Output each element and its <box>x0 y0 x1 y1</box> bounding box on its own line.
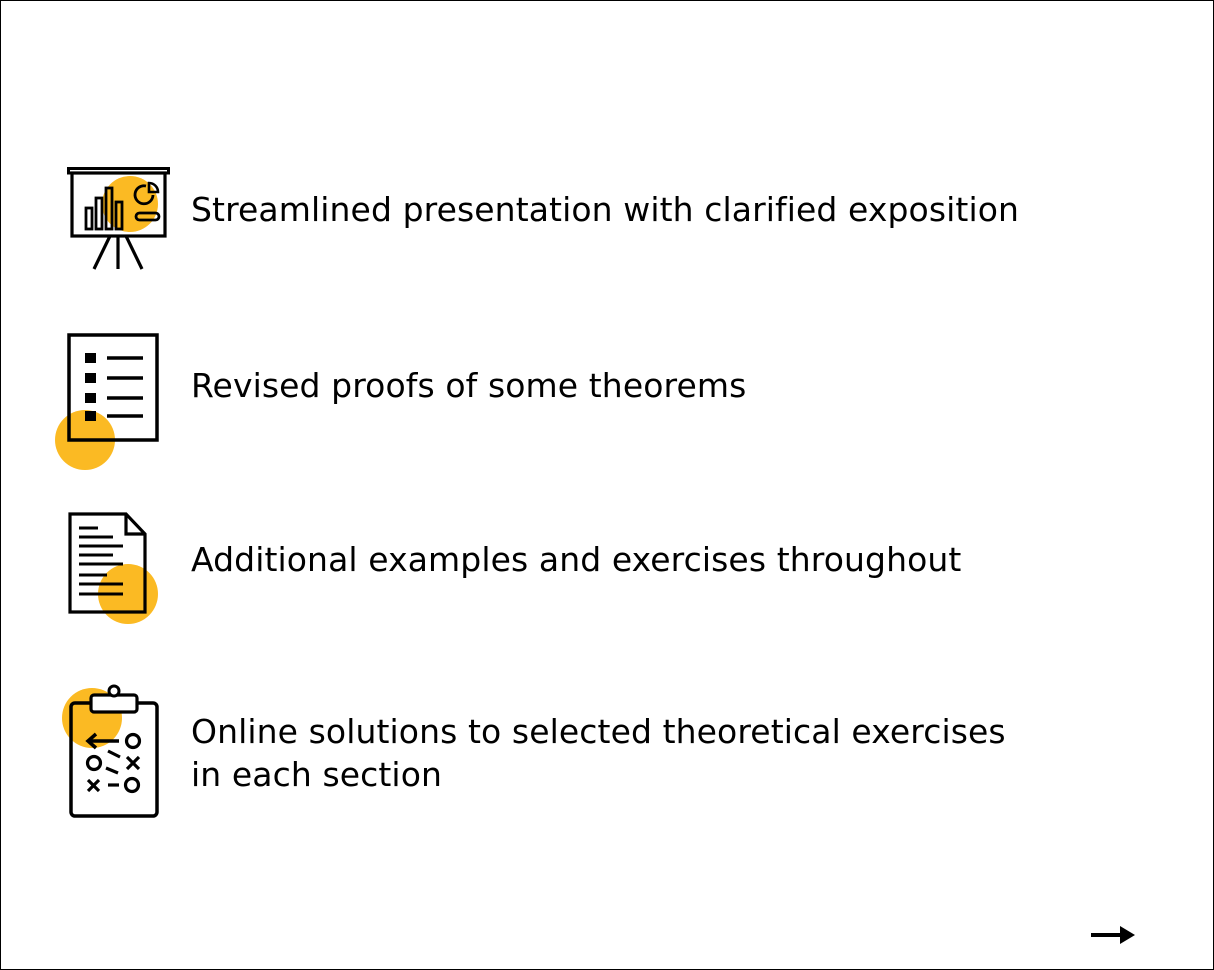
feature-text-line: Streamlined presentation with clarified … <box>191 190 1020 229</box>
feature-text: Additional examples and exercises throug… <box>191 538 961 581</box>
feature-text-line: Revised proofs of some theorems <box>191 366 747 405</box>
feature-text-line: Additional examples and exercises throug… <box>191 540 962 579</box>
feature-presentation: Streamlined presentation with clarified … <box>1 161 1213 281</box>
feature-document: Additional examples and exercises throug… <box>1 506 1213 631</box>
feature-text-line: Online solutions to selected theoretical… <box>191 712 1006 751</box>
feature-clipboard: Online solutions to selected theoretical… <box>1 681 1213 826</box>
clipboard-strategy-icon <box>56 681 166 821</box>
arrow-right-icon <box>1091 926 1135 944</box>
document-icon <box>61 506 161 626</box>
next-button[interactable] <box>1089 923 1137 947</box>
feature-text: Revised proofs of some theorems <box>191 364 746 407</box>
checklist-icon <box>51 331 166 476</box>
feature-text: Online solutions to selected theoretical… <box>191 710 1006 796</box>
presentation-board-icon <box>61 161 181 276</box>
feature-text: Streamlined presentation with clarified … <box>191 188 1019 231</box>
feature-text-line: in each section <box>191 755 442 794</box>
feature-checklist: Revised proofs of some theorems <box>1 331 1213 476</box>
